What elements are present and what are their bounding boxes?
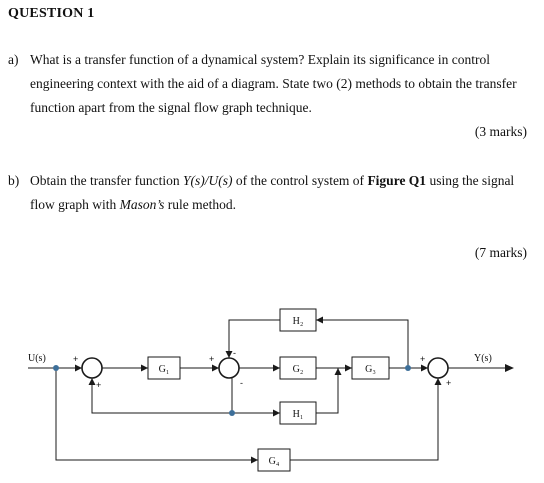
arrow-heads [75, 316, 514, 464]
part-a-line-3: function apart from the signal flow grap… [30, 100, 312, 115]
part-b-line-2-start: flow graph with [30, 197, 120, 212]
block-g1-label: G₁ [159, 364, 170, 375]
part-a-text: What is a transfer function of a dynamic… [30, 48, 527, 120]
part-b-text: Obtain the transfer function Y(s)/U(s) o… [30, 169, 527, 217]
block-g4-label: G₄ [269, 456, 280, 467]
sign-s1-input: + [73, 354, 78, 364]
sign-s2-bottom: - [240, 378, 243, 388]
part-b-line-2: flow graph with Mason’s rule method. [30, 193, 527, 217]
summing-junction-1 [81, 357, 103, 379]
pickoff-point-h2-branch [405, 365, 411, 371]
pickoff-point-input [53, 365, 59, 371]
masons-rule: Mason’s [119, 197, 165, 212]
block-g2: G₂ [279, 356, 317, 380]
part-b-line-1-start: Obtain the transfer function [30, 173, 183, 188]
sign-s2-input: + [209, 354, 214, 364]
block-h2: H₂ [279, 308, 317, 332]
part-a-marks: (3 marks) [474, 124, 527, 139]
input-label: U(s) [28, 353, 46, 364]
part-b-line-1: Obtain the transfer function Y(s)/U(s) o… [30, 169, 527, 193]
sign-s3-input: + [420, 354, 425, 364]
block-g1: G₁ [147, 356, 181, 380]
figure-reference: Figure Q1 [367, 173, 427, 188]
part-b-line-1-mid: of the control system of [232, 173, 368, 188]
block-h1-label: H₁ [293, 409, 304, 420]
summing-junction-3 [427, 357, 449, 379]
part-b-line-2-end: rule method. [164, 197, 236, 212]
question-title: QUESTION 1 [8, 6, 95, 21]
part-a-line-2: engineering context with the aid of a di… [30, 76, 517, 91]
pickoff-point-h1-branch [229, 410, 235, 416]
sign-s2-top: - [233, 348, 236, 358]
output-label: Y(s) [474, 353, 492, 364]
part-a-line-1: What is a transfer function of a dynamic… [30, 52, 490, 67]
summing-junction-2 [218, 357, 240, 379]
sign-s1-feedback: + [96, 380, 101, 390]
block-g3: G₃ [351, 356, 390, 380]
part-a-label: a) [8, 52, 19, 67]
sign-s3-bottom: + [446, 378, 451, 388]
signal-wires [28, 319, 506, 461]
block-h1: H₁ [279, 401, 317, 425]
block-g2-label: G₂ [293, 364, 304, 375]
block-g4: G₄ [257, 448, 291, 472]
part-b-marks: (7 marks) [474, 245, 527, 260]
transfer-function-symbol: Y(s)/U(s) [182, 173, 233, 188]
part-b-line-1-end: using the signal [426, 173, 515, 188]
part-b-label: b) [8, 173, 20, 188]
block-g3-label: G₃ [365, 364, 376, 375]
block-h2-label: H₂ [293, 316, 304, 327]
